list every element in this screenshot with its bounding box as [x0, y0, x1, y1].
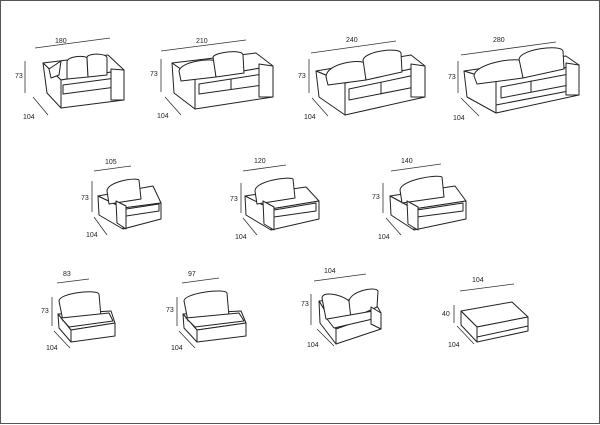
armless-module-97: 97 73 104: [166, 271, 247, 352]
width-line: [390, 163, 442, 172]
ottoman-drawing: [460, 301, 529, 343]
height-label: 73: [298, 73, 306, 80]
depth-line: [178, 330, 196, 349]
depth-label: 104: [453, 115, 465, 122]
width-label: 180: [55, 38, 67, 45]
depth-label: 104: [86, 232, 98, 239]
width-line: [242, 164, 287, 172]
width-label: 104: [472, 277, 484, 284]
armless-module-drawing: [57, 291, 116, 343]
arm-module-105: 105 73 104: [81, 159, 162, 239]
depth-label: 104: [235, 234, 247, 241]
sofa-210: 210 73 104: [150, 38, 274, 120]
width-label: 97: [188, 271, 196, 278]
width-line: [56, 278, 90, 284]
width-line: [310, 40, 397, 54]
width-line: [459, 283, 515, 292]
height-label: 73: [372, 194, 380, 201]
height-label: 73: [301, 301, 309, 308]
width-label: 240: [346, 37, 358, 44]
depth-label: 104: [448, 342, 460, 349]
depth-label: 104: [171, 345, 183, 352]
depth-line: [456, 325, 475, 345]
height-label: 73: [81, 195, 89, 202]
width-label: 210: [196, 38, 208, 45]
depth-label: 104: [304, 114, 316, 121]
height-label: 73: [41, 308, 49, 315]
height-label: 73: [15, 73, 23, 80]
sofa-drawing: [42, 53, 125, 109]
corner-module-104: 104 73 104: [301, 268, 382, 349]
depth-line: [93, 216, 108, 236]
width-label: 104: [324, 268, 336, 275]
depth-line: [316, 328, 335, 347]
height-label: 40: [442, 311, 450, 318]
depth-line: [32, 96, 49, 116]
sofa-180: 180 73 104: [15, 37, 125, 121]
sofa-240: 240 73 104: [298, 37, 426, 121]
width-label: 83: [63, 271, 71, 278]
armless-module-drawing: [182, 290, 247, 343]
width-label: 280: [493, 37, 505, 44]
arm-module-drawing: [97, 178, 162, 230]
sofa-drawing: [171, 51, 274, 110]
height-label: 73: [166, 307, 174, 314]
width-label: 105: [105, 159, 117, 166]
height-label: 73: [150, 71, 158, 78]
height-label: 73: [230, 196, 238, 203]
sofa-280: 280 73 104: [448, 37, 580, 122]
arm-module-140: 140 73 104: [372, 158, 467, 241]
depth-line: [53, 330, 71, 349]
width-line: [181, 277, 220, 284]
depth-line: [164, 96, 182, 116]
ottoman-104: 104 40 104: [442, 277, 529, 349]
arm-module-drawing: [389, 175, 467, 231]
width-line: [313, 273, 367, 282]
corner-module-drawing: [318, 288, 382, 345]
width-label: 120: [254, 158, 266, 165]
depth-label: 104: [378, 234, 390, 241]
sofa-drawing: [315, 49, 426, 116]
depth-label: 104: [157, 113, 169, 120]
depth-line: [242, 217, 258, 236]
arm-module-120: 120 73 104: [230, 158, 320, 241]
depth-label: 104: [307, 342, 319, 349]
height-label: 73: [448, 74, 456, 81]
depth-line: [460, 97, 480, 117]
arm-module-drawing: [244, 177, 320, 231]
width-line: [34, 37, 111, 49]
depth-label: 104: [23, 114, 35, 121]
depth-line: [311, 97, 329, 117]
width-label: 140: [401, 158, 413, 165]
width-line: [160, 39, 247, 52]
width-line: [93, 165, 132, 172]
depth-line: [385, 217, 402, 236]
depth-label: 104: [46, 345, 58, 352]
armless-module-83: 83 73 104: [41, 271, 116, 352]
sofa-drawing: [463, 47, 580, 114]
width-line: [460, 41, 557, 56]
